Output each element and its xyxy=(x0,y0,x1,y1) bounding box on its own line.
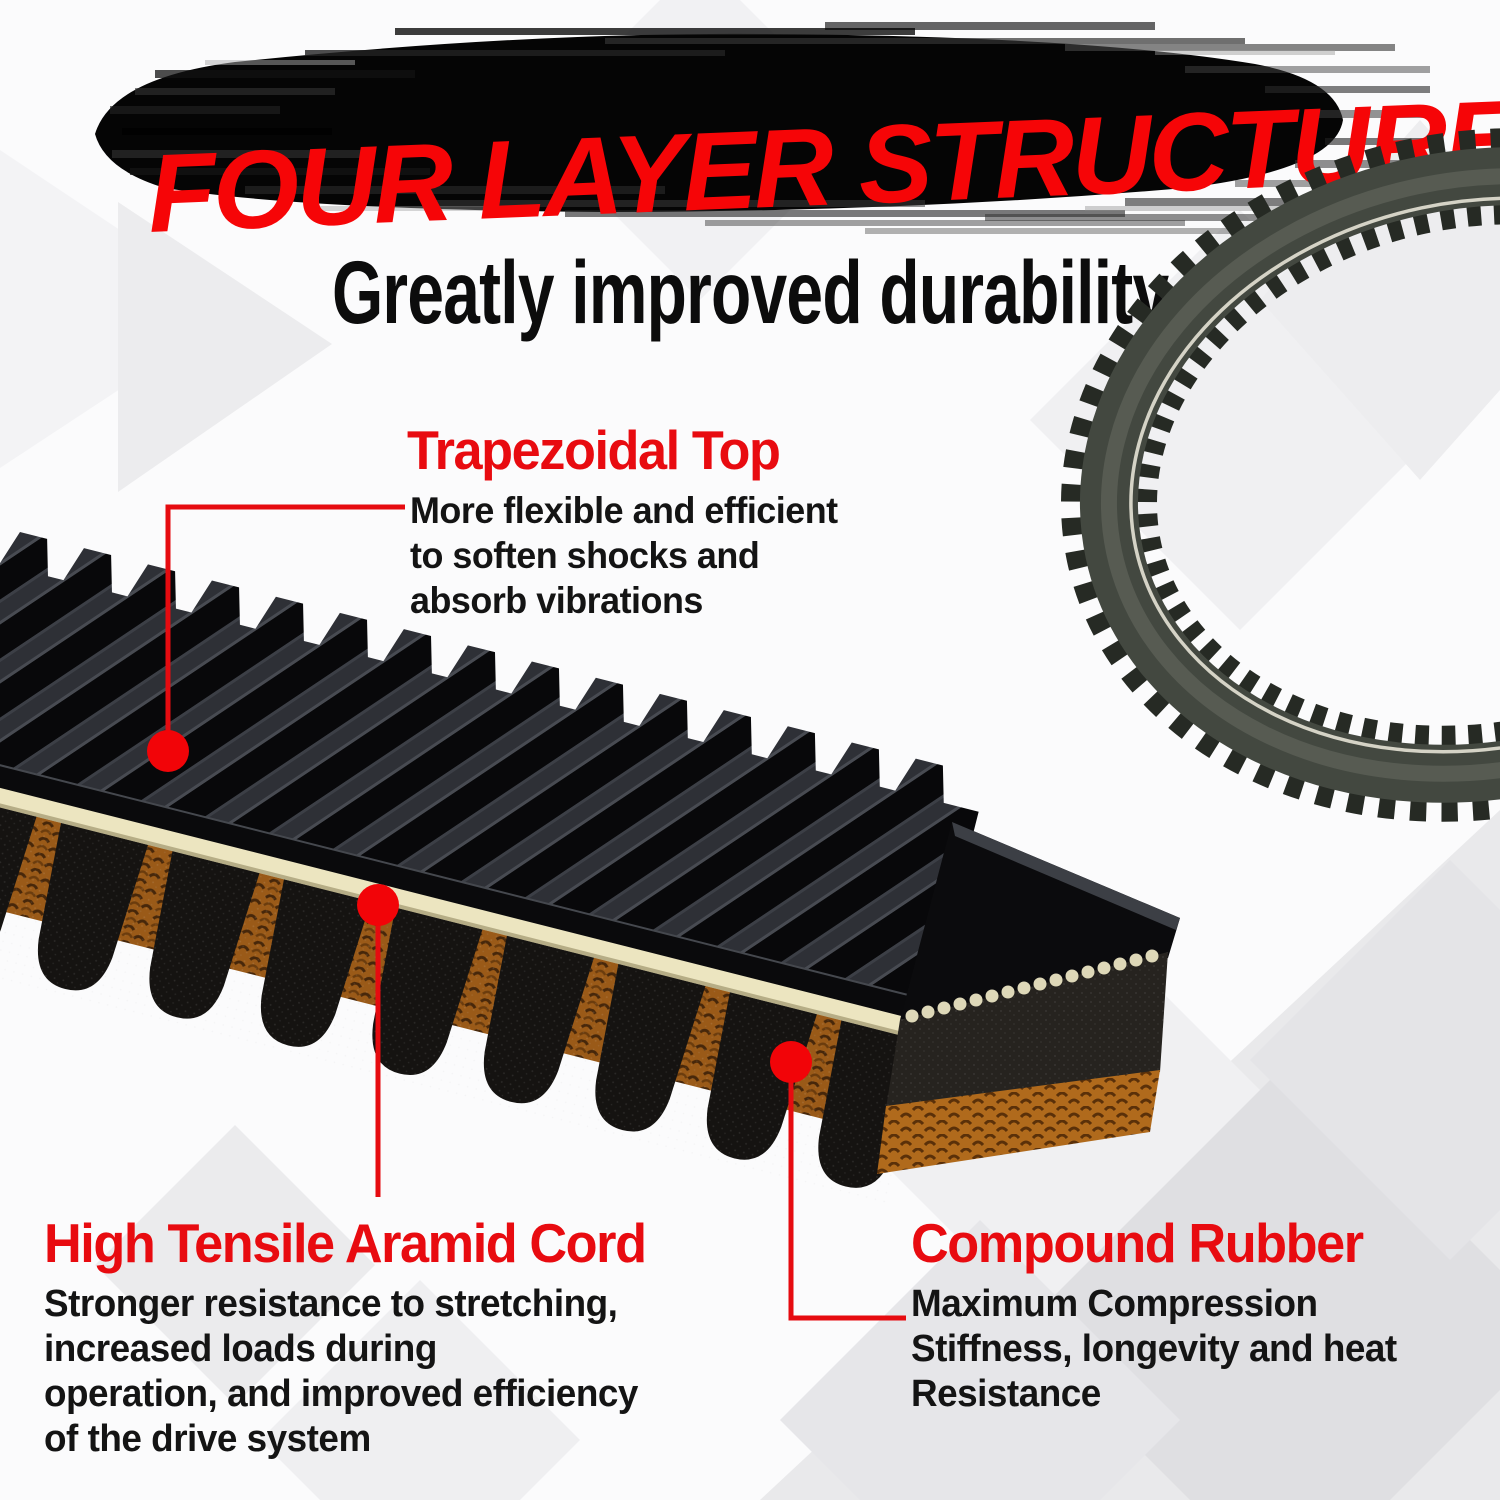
text-line: absorb vibrations xyxy=(410,580,703,621)
aramid-cord-heading: High Tensile Aramid Cord xyxy=(44,1212,647,1274)
compound-rubber-callout-line xyxy=(788,1062,906,1321)
text-line: Stronger resistance to stretching, xyxy=(44,1283,618,1325)
trapezoidal-top-description: More flexible and efficient to soften sh… xyxy=(410,488,838,623)
aramid-cord-description: Stronger resistance to stretching, incre… xyxy=(44,1282,638,1462)
text-line: to soften shocks and xyxy=(410,535,760,576)
text-line: increased loads during xyxy=(44,1328,437,1370)
trapezoidal-top-callout-dot xyxy=(147,730,189,772)
text-line: More flexible and efficient xyxy=(410,490,838,531)
text-line: operation, and improved efficiency xyxy=(44,1373,638,1415)
aramid-cord-callout-dot xyxy=(357,884,399,926)
text-line: of the drive system xyxy=(44,1418,371,1460)
text-line: Maximum Compression xyxy=(911,1283,1318,1325)
text-line: Resistance xyxy=(911,1373,1101,1415)
compound-rubber-callout-dot xyxy=(770,1041,812,1083)
title-backdrop-brush xyxy=(95,22,1430,234)
belt-cross-section xyxy=(877,822,1180,1174)
title-banner: FOUR LAYER STRUCTURE xyxy=(70,12,1500,256)
trapezoidal-top-callout-line xyxy=(165,504,405,745)
trapezoidal-top-heading: Trapezoidal Top xyxy=(407,419,781,481)
compound-rubber-heading: Compound Rubber xyxy=(911,1212,1364,1274)
subtitle: Greatly improved durability xyxy=(331,242,1169,342)
text-line: Stiffness, longevity and heat xyxy=(911,1328,1397,1370)
compound-rubber-description: Maximum Compression Stiffness, longevity… xyxy=(911,1282,1397,1417)
